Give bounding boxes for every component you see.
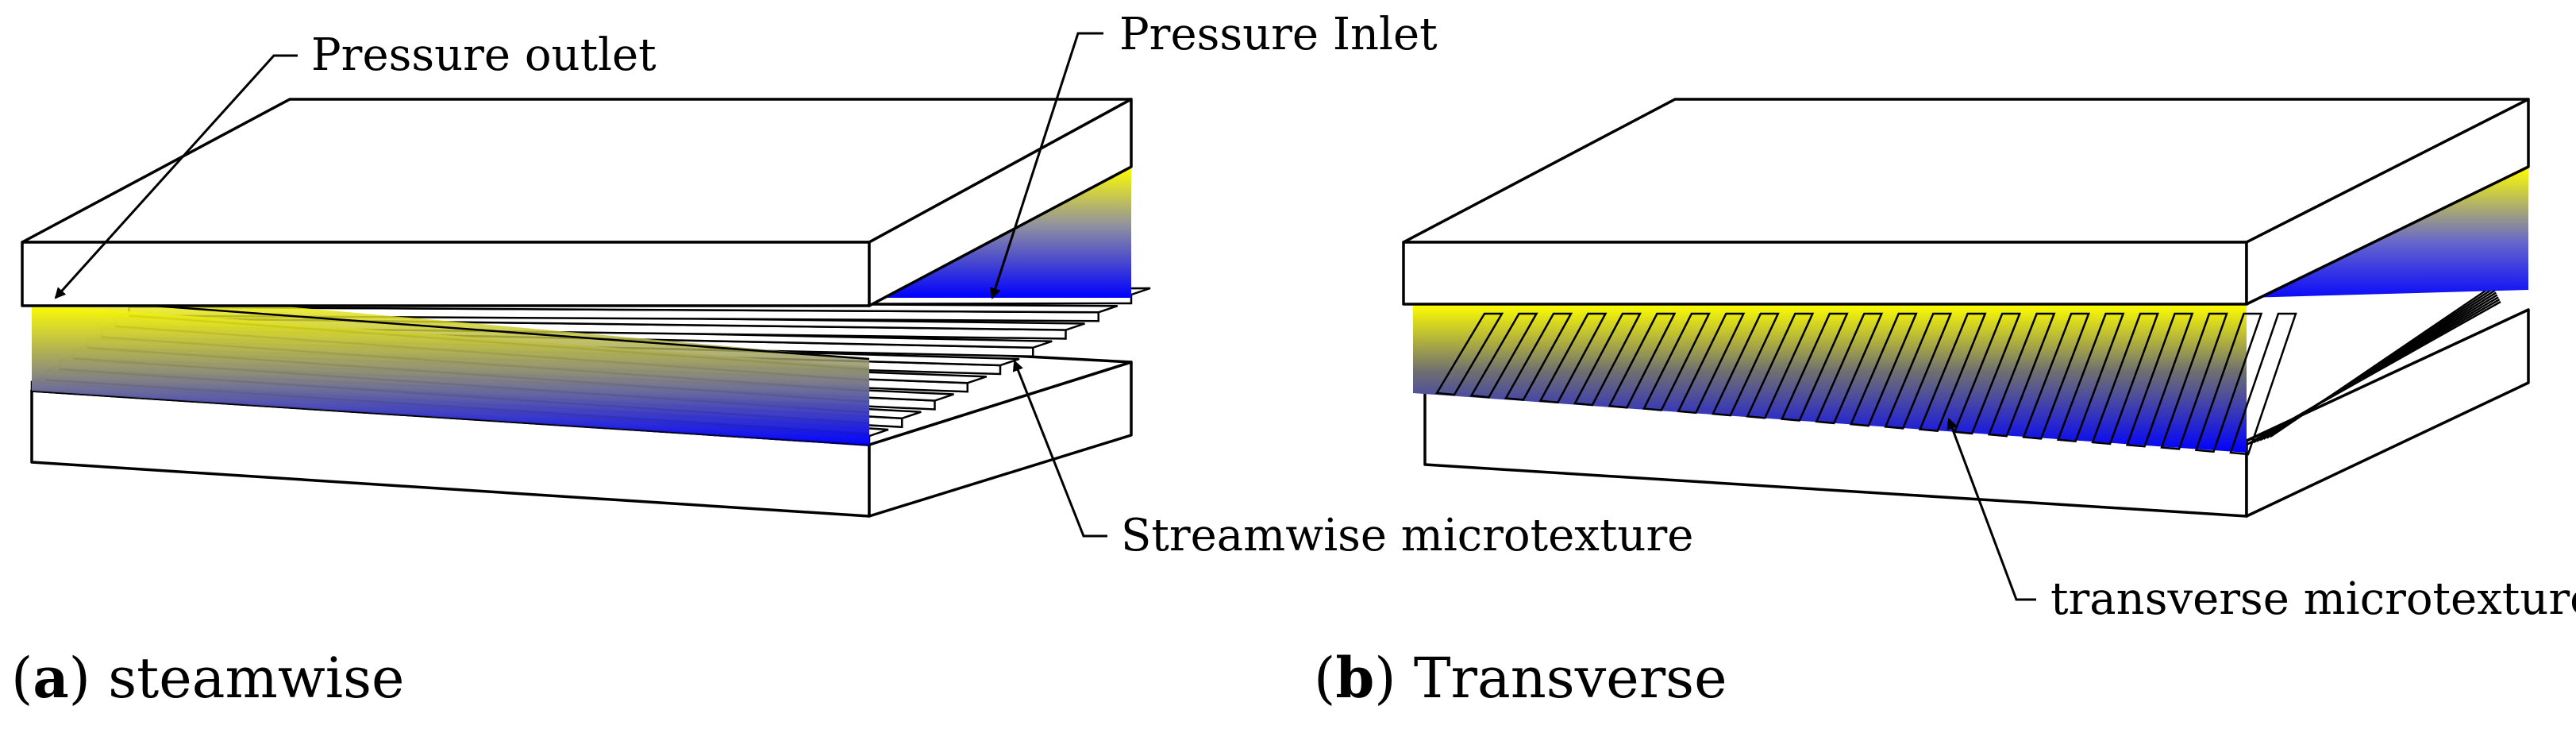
callout-pressure-inlet: Pressure Inlet <box>990 9 1438 299</box>
transverse-microtexture-label: transverse microtexture <box>2050 573 2576 625</box>
transverse-rib <box>1504 312 1573 401</box>
transverse-rib <box>1538 312 1608 404</box>
transverse-rib <box>2125 312 2194 448</box>
transverse-rib <box>1815 312 1884 425</box>
transverse-rib <box>1434 312 1504 396</box>
caption-b-text: Transverse <box>1414 646 1727 711</box>
fluid-domain-front-a <box>32 304 869 445</box>
transverse-rib <box>2194 312 2263 453</box>
callout-transverse-microtexture: transverse microtexture <box>1946 418 2576 625</box>
transverse-rib <box>1677 312 1746 415</box>
transverse-ribs <box>1434 312 2297 456</box>
panel-b: transverse microtexture (b) Transverse <box>1314 98 2576 711</box>
fluid-domain-front-b <box>1413 304 2247 453</box>
transverse-rib <box>1918 312 1987 432</box>
transverse-rib <box>1469 312 1538 399</box>
transverse-rib <box>1849 312 1918 427</box>
transverse-channel-lines <box>2246 284 2501 446</box>
transverse-rib <box>1711 312 1780 417</box>
caption-b-letter: b <box>1335 645 1374 711</box>
caption-a: (a) steamwise <box>11 645 404 711</box>
callout-pressure-outlet: Pressure outlet <box>54 29 657 299</box>
transverse-rib <box>1608 312 1677 409</box>
transverse-rib <box>1987 312 2056 438</box>
transverse-rib <box>2056 312 2125 443</box>
transverse-rib <box>2022 312 2090 440</box>
transverse-rib <box>1953 312 2022 435</box>
pressure-inlet-label: Pressure Inlet <box>1119 9 1438 60</box>
caption-a-letter: a <box>33 645 68 711</box>
transverse-rib <box>1746 312 1815 419</box>
top-plate-b <box>1402 98 2530 306</box>
top-plate-a <box>21 98 1133 307</box>
panel-a: Pressure outlet Pressure Inlet Streamwis… <box>11 9 1693 711</box>
streamwise-microtexture-label: Streamwise microtexture <box>1121 510 1693 561</box>
caption-a-text: steamwise <box>108 646 404 711</box>
transverse-rib <box>1642 312 1711 411</box>
transverse-rib <box>1780 312 1849 422</box>
transverse-rib <box>2091 312 2159 446</box>
pressure-outlet-label: Pressure outlet <box>311 29 657 81</box>
transverse-rib <box>1573 312 1642 407</box>
channel-line <box>2270 284 2493 438</box>
bottom-plate-b <box>1423 308 2530 518</box>
transverse-rib <box>2160 312 2228 450</box>
rib-edge <box>142 303 870 361</box>
callout-streamwise-microtexture: Streamwise microtexture <box>1012 360 1693 561</box>
transverse-rib <box>2229 312 2297 456</box>
transverse-rib <box>1884 312 1953 430</box>
caption-b: (b) Transverse <box>1314 645 1727 711</box>
